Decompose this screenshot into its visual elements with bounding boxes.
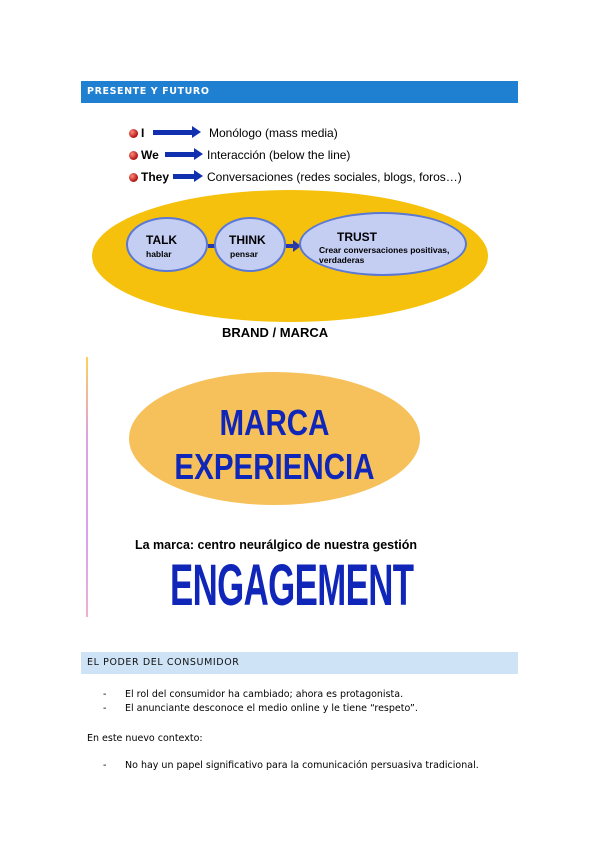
node-trust: TRUST Crear conversaciones positivas, ve… bbox=[299, 212, 467, 276]
node-title: TALK bbox=[146, 233, 178, 247]
node-title: THINK bbox=[229, 233, 266, 247]
list-item-text: El anunciante desconoce el medio online … bbox=[125, 703, 418, 714]
bullet-subject: We bbox=[141, 148, 159, 162]
section-title: EL PODER DEL CONSUMIDOR bbox=[87, 657, 240, 668]
experiencia-label: EXPERIENCIA bbox=[174, 446, 375, 487]
bullet-dot-icon bbox=[129, 151, 138, 160]
la-marca-caption: La marca: centro neurálgico de nuestra g… bbox=[135, 538, 418, 552]
section-header-presente-futuro: PRESENTE Y FUTURO bbox=[81, 81, 518, 103]
bullet-subject: I bbox=[141, 126, 145, 140]
list-dash: - bbox=[103, 703, 107, 714]
decorative-divider bbox=[86, 357, 88, 617]
node-subtitle: Crear conversaciones positivas, verdader… bbox=[319, 245, 450, 265]
marca-experiencia-ellipse: MARCA EXPERIENCIA bbox=[129, 372, 420, 505]
brand-ellipse: TALK hablar THINK pensar TRUST Crear con… bbox=[92, 190, 488, 322]
section-title: PRESENTE Y FUTURO bbox=[87, 86, 210, 97]
brand-caption: BRAND / MARCA bbox=[222, 325, 329, 340]
bullet-dot-icon bbox=[129, 173, 138, 182]
bullet-text: Conversaciones (redes sociales, blogs, f… bbox=[207, 170, 462, 184]
node-talk: TALK hablar bbox=[126, 217, 208, 272]
engagement-heading: ENGAGEMENT bbox=[170, 553, 414, 618]
node-subtitle: pensar bbox=[230, 249, 258, 259]
node-title: TRUST bbox=[337, 230, 377, 244]
arrow-right-icon bbox=[165, 148, 203, 160]
arrow-right-icon bbox=[153, 126, 201, 138]
arrow-right-icon bbox=[173, 170, 203, 182]
node-subtitle: hablar bbox=[146, 249, 172, 259]
list-item-text: El rol del consumidor ha cambiado; ahora… bbox=[125, 689, 404, 700]
bullet-subject: They bbox=[141, 170, 170, 184]
bullet-dot-icon bbox=[129, 129, 138, 138]
list-dash: - bbox=[103, 689, 107, 700]
list-dash: - bbox=[103, 760, 107, 771]
list-item-text: No hay un papel significativo para la co… bbox=[125, 760, 479, 771]
marca-label: MARCA bbox=[219, 402, 330, 443]
context-paragraph: En este nuevo contexto: bbox=[87, 733, 203, 744]
arrow-right-icon bbox=[286, 240, 301, 252]
section-header-poder-consumidor: EL PODER DEL CONSUMIDOR bbox=[81, 652, 518, 674]
bullet-text: Monólogo (mass media) bbox=[209, 126, 338, 140]
bullet-text: Interacción (below the line) bbox=[207, 148, 351, 162]
node-think: THINK pensar bbox=[214, 217, 286, 272]
